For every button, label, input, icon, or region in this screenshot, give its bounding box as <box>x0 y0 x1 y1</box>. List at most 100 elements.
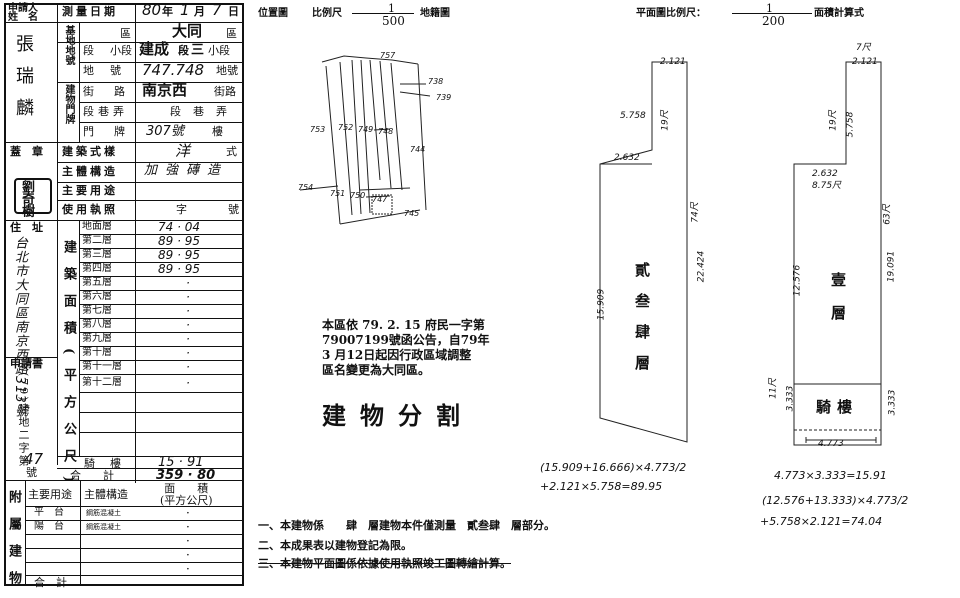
floor-name: 第九層 <box>82 333 112 344</box>
floor-name: 第十一層 <box>82 361 122 372</box>
lot-suffix: 地號 <box>216 64 238 77</box>
section-suffix: 段 <box>178 44 189 57</box>
seal-text: 劉奇樹 <box>19 180 34 216</box>
balcony-value: 15 · 91 <box>158 455 204 470</box>
lot-number-label: 753 <box>310 125 326 134</box>
street-label-1: 街 <box>83 85 94 98</box>
subsection-label: 小段 <box>110 44 132 57</box>
street-label-2: 路 <box>114 85 125 98</box>
survey-date-label: 測量日期 <box>62 5 118 18</box>
annex-structure: 鋼筋混凝土 <box>86 523 121 531</box>
plan-right-dimension: 63尺 <box>882 204 893 225</box>
lot-number-label: 744 <box>410 145 426 154</box>
formula-left-2: +2.121×5.758=89.95 <box>540 480 663 493</box>
notice-line-3: 3 月12日起因行政區域調整 <box>322 348 472 362</box>
annex-structure-header: 主體構造 <box>84 488 128 501</box>
applicant-header-1: 申請人 <box>8 3 38 14</box>
lane-label: 段巷弄 <box>83 105 128 118</box>
permit-number-suffix: 號 <box>228 203 239 216</box>
lot-label-2: 號 <box>110 64 121 77</box>
plan-left-dimension: 22.424 <box>696 250 707 283</box>
applicant-seal <box>14 178 52 214</box>
lot-number: 747.748 <box>142 61 205 79</box>
floor-area-value: · <box>186 276 190 290</box>
plan-left-dimension: 74尺 <box>690 202 701 223</box>
total-label: 合 計 <box>70 469 114 482</box>
annex-label: 附屬建物 <box>6 490 21 598</box>
floor-name: 第四層 <box>82 263 112 274</box>
annex-use: 平 台 <box>34 507 64 518</box>
plan-right-floor-label: 壹層 <box>829 272 847 338</box>
lot-number-label: 749 <box>358 125 374 134</box>
floor-name: 第三層 <box>82 249 112 260</box>
floor-area-value: · <box>186 304 190 318</box>
formula-right-3: +5.758×2.121=74.04 <box>760 515 883 528</box>
plan-right-dimension: 4.773 <box>818 439 844 449</box>
annex-total-label: 合 計 <box>34 576 67 589</box>
plan-scale-label: 平面圖比例尺： <box>636 8 706 19</box>
annex-area-value: · <box>186 520 190 534</box>
plan-scale-num: 1 <box>766 2 773 15</box>
note-1: 一、本建物係 肆 層建物本件僅測量 貳叁肆 層部分。 <box>258 519 555 532</box>
plan-left-dimension: 15.909 <box>596 288 607 321</box>
annex-use: 陽 台 <box>34 521 64 532</box>
floor-area-value: 89 · 95 <box>158 234 200 248</box>
location-scale-label: 比例尺 <box>312 8 342 19</box>
application-number: (79)建地二字第 <box>17 372 30 468</box>
lane-value-label: 段巷弄 <box>170 105 239 118</box>
style-label: 建築式樣 <box>62 145 118 158</box>
floor-area-value: · <box>186 318 190 332</box>
style-value: 洋 <box>175 142 191 160</box>
location-scale-num: 1 <box>388 2 395 15</box>
floor-area-value: 89 · 95 <box>158 262 200 276</box>
seal-label: 蓋 章 <box>10 145 43 158</box>
plan-left-dimension: 19尺 <box>660 110 671 131</box>
notice-line-2: 79007199號函公告，自79年 <box>322 333 490 347</box>
location-map-label: 位置圖 <box>258 8 288 19</box>
permit-label: 使用執照 <box>62 203 118 216</box>
balcony-label: 騎 樓 <box>84 457 123 470</box>
survey-day: 7 <box>212 1 222 19</box>
annex-area-header: 面 積 (平方公尺) <box>160 482 213 507</box>
lot-number-label: 757 <box>380 51 396 60</box>
annex-area-value: · <box>186 506 190 520</box>
floor-area-value: 74 · 04 <box>158 220 200 234</box>
notice-line-4: 區名變更為大同區。 <box>322 363 431 377</box>
area-calc-label: 面積計算式 <box>814 8 864 19</box>
structure-value: 加強磚造 <box>144 163 229 178</box>
plan-right-dimension: 3.333 <box>785 385 796 412</box>
floor-name: 第五層 <box>82 277 112 288</box>
floor-area-value: · <box>186 376 190 390</box>
district-unit: 區 <box>120 27 131 40</box>
door-row-label-1: 門 <box>83 125 94 138</box>
survey-month: 1 <box>180 1 190 19</box>
base-location-label: 基地地號 <box>63 25 74 65</box>
plan-left-dimension: 2.121 <box>660 57 686 67</box>
plan-right-dimension: 11尺 <box>768 378 779 399</box>
annex-area-value: · <box>186 534 190 548</box>
subsection-suffix: 小段 <box>208 44 230 57</box>
permit-word-suffix: 字 <box>176 203 187 216</box>
section-label: 段 <box>83 44 94 57</box>
month-label: 月 <box>194 5 205 18</box>
registration-form-frame <box>4 3 244 586</box>
application-number-hand: 47 <box>24 450 44 468</box>
year-label: 年 <box>162 5 173 18</box>
floor-area-value: · <box>186 332 190 346</box>
lot-number-label: 751 <box>330 189 346 198</box>
annex-structure: 鋼筋混凝土 <box>86 509 121 517</box>
lot-number-label: 738 <box>428 77 444 86</box>
plan-right-dimension: 7尺 <box>856 43 871 53</box>
formula-left-1: (15.909+16.666)×4.773/2 <box>540 461 687 474</box>
subsection-value: 三 <box>191 43 205 58</box>
note-2: 二、本成果表以建物登記為限。 <box>258 539 412 552</box>
floor-area-value: · <box>186 346 190 360</box>
plan-right-dimension: 2.121 <box>852 57 878 67</box>
floor-name: 第六層 <box>82 291 112 302</box>
lot-number-label: 747 <box>372 195 388 204</box>
floor-name: 地面層 <box>82 221 112 232</box>
annex-area-value: · <box>186 548 190 562</box>
main-use-label: 主要用途 <box>62 184 118 197</box>
structure-label: 主體構造 <box>62 165 118 178</box>
